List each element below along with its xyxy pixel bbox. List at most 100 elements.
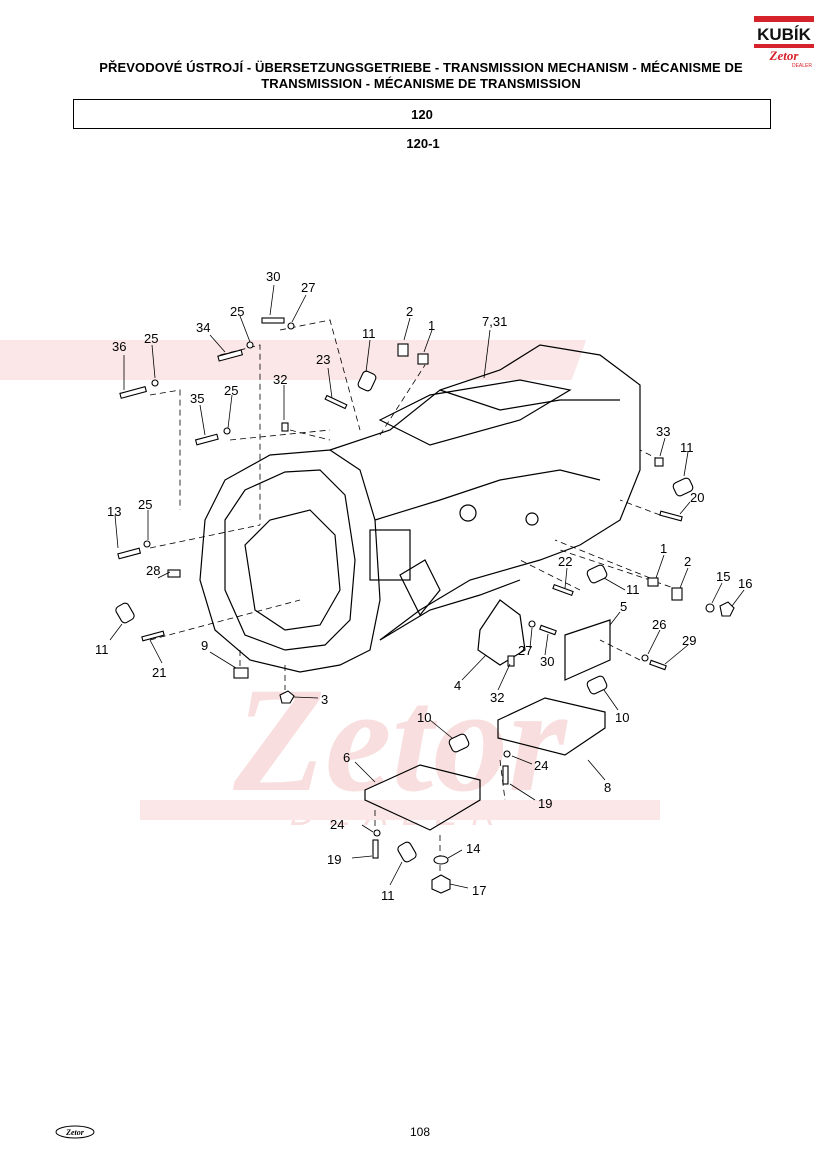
bolt-19b — [372, 839, 379, 859]
washer-24a — [503, 750, 511, 758]
washer-24b — [373, 829, 381, 837]
svg-text:Zetor: Zetor — [65, 1128, 85, 1137]
callout-11: 11 — [362, 326, 376, 341]
callout-25: 25 — [230, 304, 244, 319]
stud-22 — [552, 583, 574, 597]
cover-plate-6 — [364, 764, 481, 831]
washer-25c — [223, 427, 231, 435]
callout-20: 20 — [690, 490, 704, 505]
hardware-parts — [117, 317, 735, 894]
callout-36: 36 — [112, 339, 126, 354]
bolt-13 — [117, 547, 142, 560]
section-code-box: 120 — [73, 99, 771, 129]
plug-16 — [719, 601, 735, 617]
screw-30b — [539, 624, 557, 636]
callout-9: 9 — [201, 638, 208, 653]
bottom-cover-plates — [364, 697, 606, 831]
washer-27 — [287, 322, 295, 330]
fitting-1b — [647, 577, 659, 587]
washer-26 — [641, 654, 649, 662]
callout-33: 33 — [656, 424, 670, 439]
callout-2: 2 — [684, 554, 691, 569]
fitting-2b — [671, 587, 683, 601]
callout-24: 24 — [534, 758, 548, 773]
bolt-34 — [217, 349, 244, 362]
callout-25: 25 — [144, 331, 158, 346]
screw-32 — [281, 422, 289, 432]
screw-29 — [649, 659, 667, 671]
callout-26: 26 — [652, 617, 666, 632]
cover-plate-8 — [497, 697, 606, 756]
figure-code: 120-1 — [406, 136, 440, 151]
callout-32: 32 — [490, 690, 504, 705]
callout-labels: 30 27 2 1 7,31 34 25 36 25 11 23 32 35 2… — [95, 269, 752, 903]
transmission-housing — [199, 344, 641, 681]
callout-1: 1 — [660, 541, 667, 556]
callout-1: 1 — [428, 318, 435, 333]
washer-15 — [705, 603, 715, 613]
callout-35: 35 — [190, 391, 204, 406]
callout-30: 30 — [540, 654, 554, 669]
callout-4: 4 — [454, 678, 461, 693]
callout-10: 10 — [417, 710, 431, 725]
callout-19: 19 — [327, 852, 341, 867]
svg-text:KUBÍK: KUBÍK — [757, 25, 812, 44]
stud-21 — [141, 630, 165, 642]
bolt-35 — [194, 433, 219, 446]
bolt-36 — [119, 386, 148, 399]
callout-8: 8 — [604, 780, 611, 795]
callout-34: 34 — [196, 320, 210, 335]
pin-28 — [167, 569, 181, 578]
callout-10: 10 — [615, 710, 629, 725]
callout-25: 25 — [138, 497, 152, 512]
callout-19: 19 — [538, 796, 552, 811]
callout-24: 24 — [330, 817, 344, 832]
washer-25d — [143, 540, 151, 548]
callout-23: 23 — [316, 352, 330, 367]
callout-27: 27 — [518, 643, 532, 658]
callout-11: 11 — [95, 642, 109, 657]
footer-zetor-logo: Zetor — [55, 1125, 95, 1139]
callout-28: 28 — [146, 563, 160, 578]
screw-33 — [654, 457, 664, 467]
bolt-19a — [502, 765, 509, 785]
svg-text:Zetor: Zetor — [769, 48, 800, 63]
callout-6: 6 — [343, 750, 350, 765]
washer-27b — [528, 620, 536, 628]
fitting-2a — [397, 343, 409, 357]
zetor-watermark: Zetor DEALER — [0, 340, 660, 833]
nut-17 — [431, 874, 451, 894]
callout-7-31: 7,31 — [482, 314, 507, 329]
nut-3 — [279, 690, 295, 704]
title-line-2: TRANSMISSION - MÉCANISME DE TRANSMISSION — [261, 76, 581, 91]
page-number: 108 — [409, 1125, 431, 1139]
screw-32b — [507, 655, 515, 667]
callout-17: 17 — [472, 883, 486, 898]
block-9 — [233, 667, 249, 679]
bolt-30 — [261, 317, 285, 324]
callout-21: 21 — [152, 665, 166, 680]
callout-14: 14 — [466, 841, 480, 856]
callout-15: 15 — [716, 569, 730, 584]
svg-text:Zetor: Zetor — [232, 657, 568, 823]
callout-16: 16 — [738, 576, 752, 591]
stud-23 — [324, 394, 348, 410]
kubik-zetor-logo: KUBÍK Zetor DEALER — [754, 16, 814, 69]
washer-25b — [151, 379, 159, 387]
callout-30: 30 — [266, 269, 280, 284]
callout-3: 3 — [321, 692, 328, 707]
callout-29: 29 — [682, 633, 696, 648]
callout-22: 22 — [558, 554, 572, 569]
callout-32: 32 — [273, 372, 287, 387]
callout-11: 11 — [381, 888, 395, 903]
sensor-plugs — [115, 370, 694, 863]
fitting-1a — [417, 353, 429, 365]
leader-lines — [109, 284, 745, 889]
page-title: PŘEVODOVÉ ÚSTROJÍ - ÜBERSETZUNGSGETRIEBE… — [70, 60, 772, 92]
callout-11: 11 — [626, 582, 640, 597]
callout-11: 11 — [680, 440, 694, 455]
title-line-1: PŘEVODOVÉ ÚSTROJÍ - ÜBERSETZUNGSGETRIEBE… — [99, 60, 743, 75]
callout-27: 27 — [301, 280, 315, 295]
svg-text:DEALER: DEALER — [792, 63, 812, 69]
